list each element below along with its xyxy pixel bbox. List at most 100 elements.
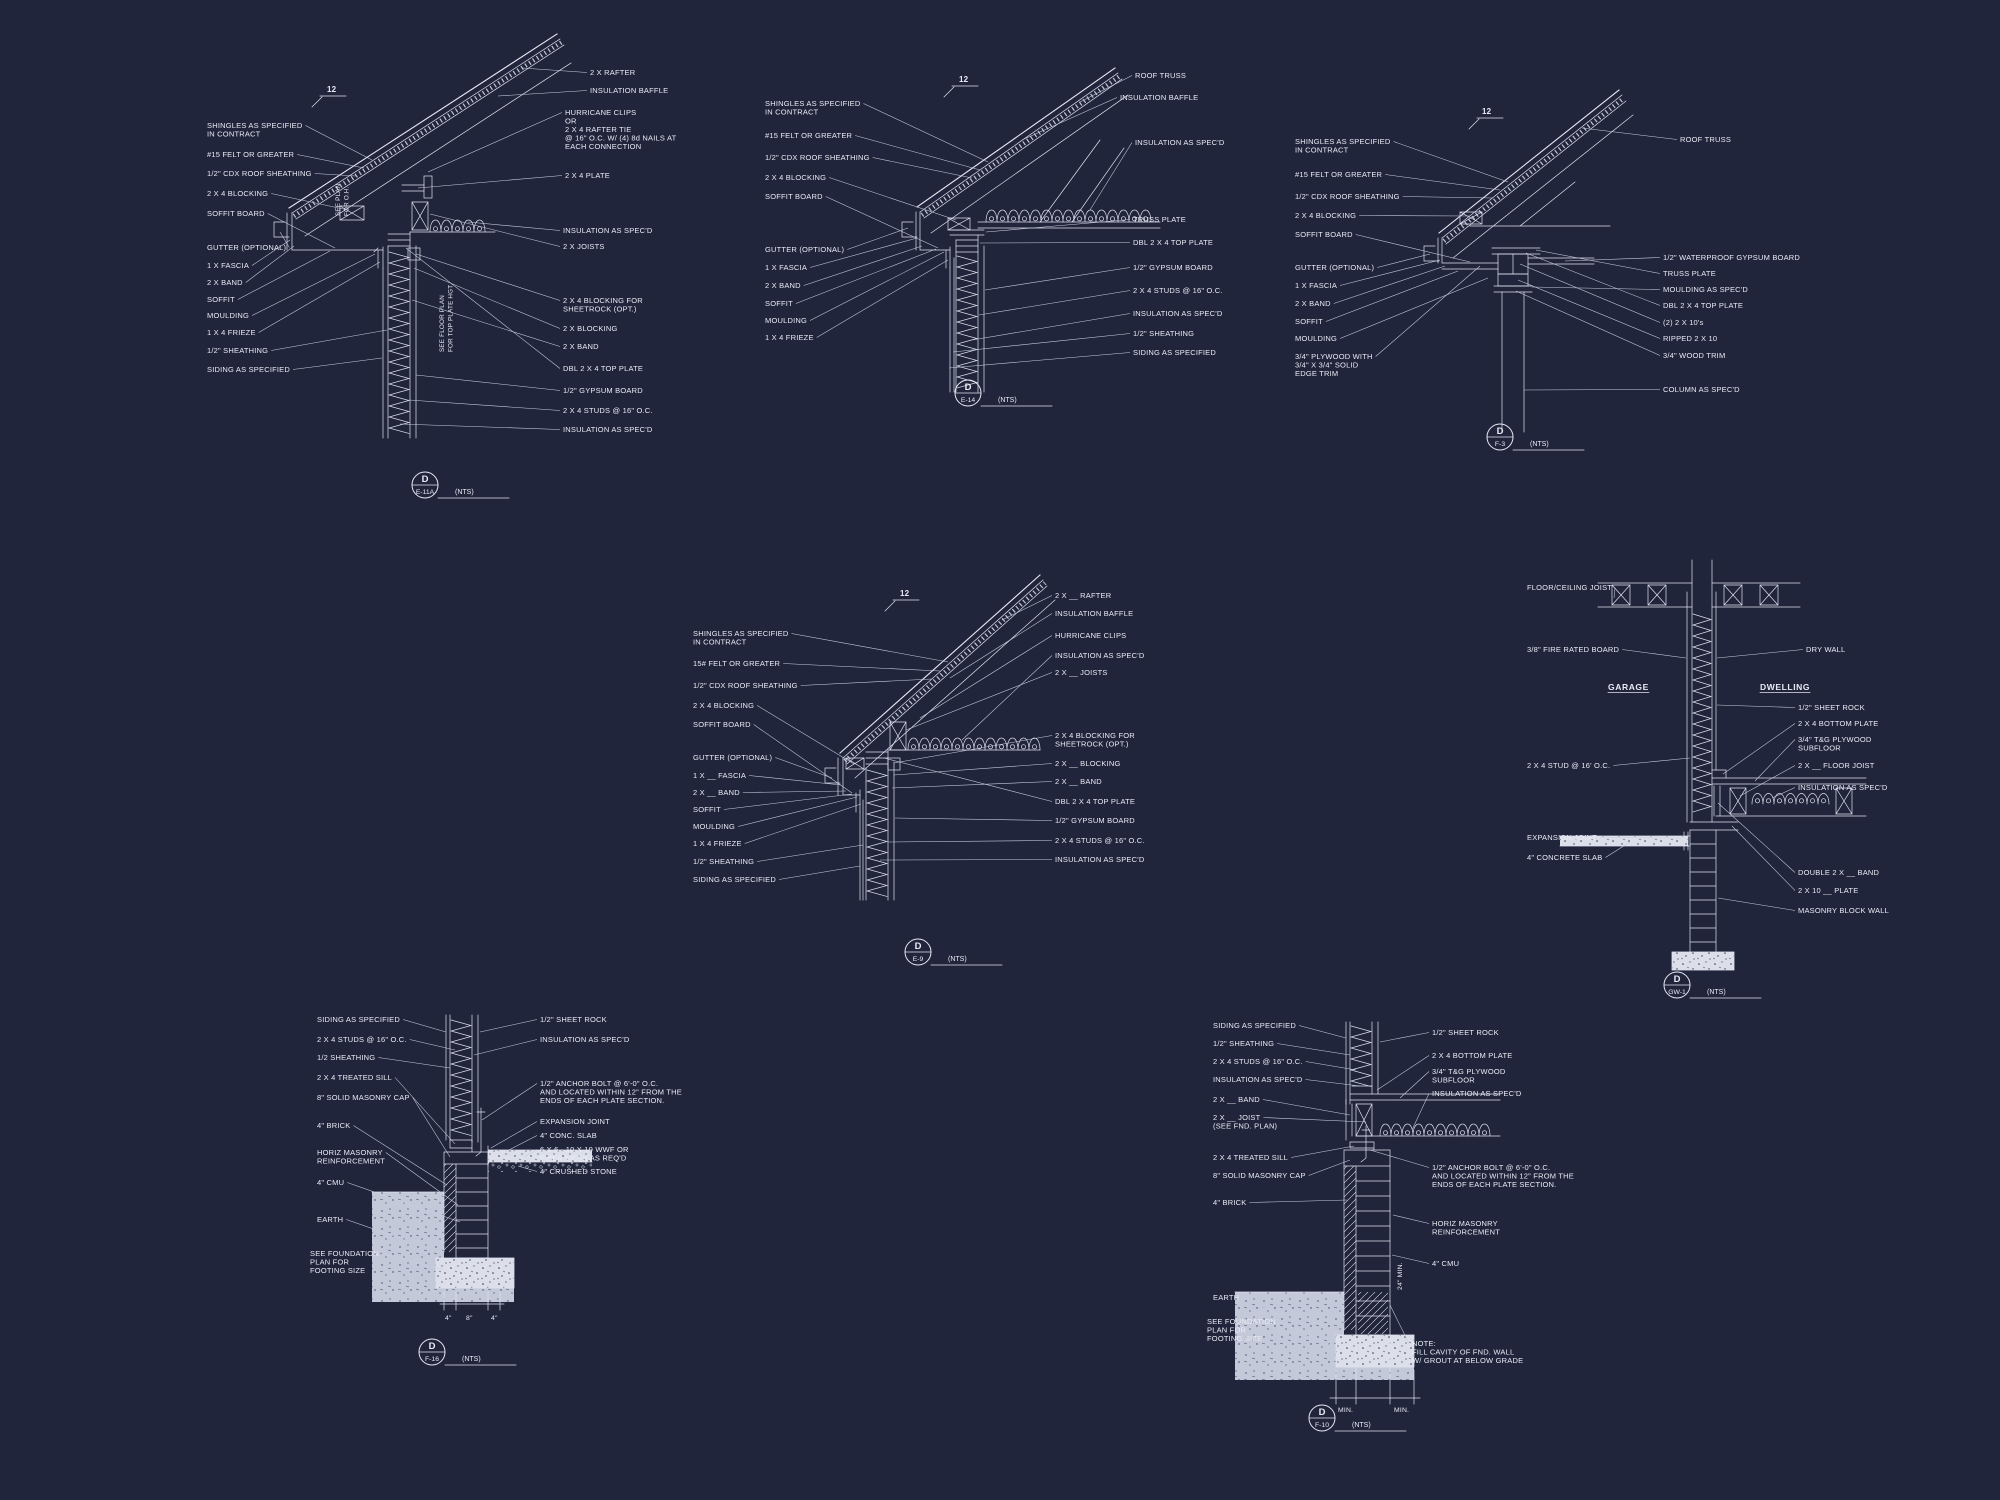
annotation-label: 2 X JOISTS <box>563 242 605 251</box>
annotation-label: 2 X 4 TREATED SILL <box>317 1073 392 1082</box>
leader-line <box>381 1253 445 1271</box>
leader-line <box>775 757 833 779</box>
annotation-label: 1/2" SHEATHING <box>693 857 754 866</box>
leader-line <box>1325 270 1459 322</box>
ceiling-insulation-coil <box>985 209 1152 223</box>
tag-letter: D <box>965 382 972 393</box>
annotation-label: ROOF TRUSS <box>1680 135 1731 144</box>
leader-line <box>1581 127 1678 140</box>
annotation-label: 4" BRICK <box>1213 1198 1246 1207</box>
annotation-label: TRUSS PLATE <box>1133 215 1186 224</box>
leader-line <box>1411 1093 1430 1131</box>
separation-wall <box>1691 559 1713 823</box>
wall-section <box>859 749 895 901</box>
annotation-label: TRUSS PLATE <box>1663 269 1716 278</box>
annotation-label: 2 X 4 STUDS @ 16" O.C. <box>317 1035 407 1044</box>
leader-line <box>1278 1321 1343 1351</box>
annotation-label: 4" CONCRETE SLAB <box>1527 853 1602 862</box>
annotation-label: 1 X __ FASCIA <box>693 771 746 780</box>
tag-code: E-11A <box>416 489 435 496</box>
annotation-label: SIDING AS SPECIFIED <box>207 365 290 374</box>
leader-line <box>1515 290 1661 356</box>
leader-line <box>949 613 1053 679</box>
joist-end-box <box>1611 584 1631 606</box>
leader-line <box>753 724 853 794</box>
annotation-label: 24" MIN. <box>1397 1262 1404 1290</box>
annotation-label: 2 X 4 STUDS @ 16" O.C. <box>563 406 653 415</box>
earth-fill <box>1235 1292 1414 1380</box>
tag-scale: (NTS) <box>1530 441 1549 448</box>
leader-line <box>245 245 295 283</box>
leader-line <box>490 1121 538 1149</box>
annotation-label: HURRICANE CLIPS <box>1055 631 1126 640</box>
leader-line <box>1249 1199 1348 1203</box>
annotation-label: 12 <box>1482 107 1492 116</box>
leader-line <box>1739 765 1796 797</box>
leader-line <box>1605 841 1631 858</box>
leader-line <box>1305 1061 1357 1071</box>
tag-letter: D <box>422 474 429 485</box>
masonry-cap <box>1343 1149 1391 1167</box>
leader-line <box>417 175 563 189</box>
leader-line <box>258 261 381 333</box>
leader-line <box>879 859 1053 861</box>
floor-framing <box>1349 1085 1501 1137</box>
leader-line <box>346 1219 406 1241</box>
annotation-label: 2 X __ BAND <box>1213 1095 1260 1104</box>
annotation-label: INSULATION AS SPEC'D <box>1055 855 1145 864</box>
leader-line <box>497 90 588 97</box>
wall-batt-insulation <box>955 255 979 389</box>
annotation-label: 12 <box>327 85 337 94</box>
annotation-label: INSULATION BAFFLE <box>1120 93 1198 102</box>
leader-line <box>757 844 864 862</box>
leader-line <box>1399 1071 1430 1099</box>
annotation-label: INSULATION AS SPEC'D <box>1055 651 1145 660</box>
leader-line <box>809 237 918 268</box>
leader-line <box>1001 595 1053 621</box>
leader-line <box>971 313 1131 341</box>
annotation-label: ROOF TRUSS <box>1135 71 1186 80</box>
leader-line <box>737 796 858 827</box>
wall-section <box>445 1014 479 1143</box>
floor-insulation-coil <box>1751 793 1830 805</box>
leader-line <box>883 757 1053 802</box>
annotation-label: 2 X 4 BLOCKING <box>207 189 268 198</box>
leader-line <box>1333 265 1446 304</box>
leader-line <box>803 245 923 286</box>
wall-section <box>949 234 985 393</box>
leader-line <box>1535 249 1661 274</box>
detail-tag-f10: D F-10 (NTS) <box>1308 1404 1407 1432</box>
leader-line <box>517 1165 538 1172</box>
joist-end-box <box>1835 787 1853 815</box>
annotation-label: MOULDING <box>1295 334 1337 343</box>
leader-line <box>394 1077 456 1145</box>
dimension-lines <box>439 1291 505 1311</box>
annotation-label: SIDING AS SPECIFIED <box>693 875 776 884</box>
annotation-label: DBL 2 X 4 TOP PLATE <box>1055 797 1135 806</box>
leader-line <box>267 213 336 249</box>
leader-line <box>894 817 1053 821</box>
annotation-label: 2 X RAFTER <box>590 68 636 77</box>
leader-line <box>816 259 949 338</box>
annotation-label: 2 X __ BLOCKING <box>1055 759 1121 768</box>
annotation-label: DWELLING <box>1760 682 1810 692</box>
leader-line <box>984 267 1131 291</box>
leader-line <box>411 299 561 347</box>
leader-line <box>800 678 933 686</box>
leader-line <box>429 213 561 247</box>
leader-line <box>347 1182 461 1223</box>
leader-line <box>791 633 949 663</box>
leader-line <box>408 399 561 411</box>
annotation-label: SOFFIT BOARD <box>693 720 751 729</box>
leader-line <box>1290 1145 1355 1158</box>
